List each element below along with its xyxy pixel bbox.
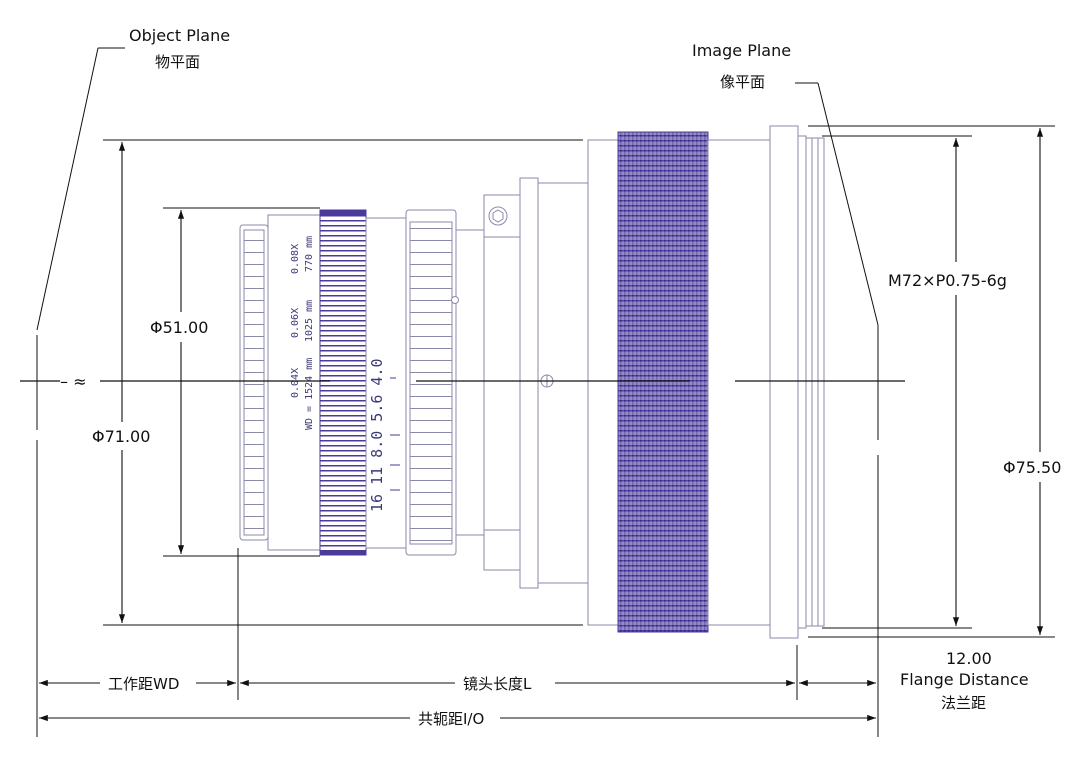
- object-plane-label: Object Plane: [129, 26, 230, 45]
- image-plane-label: Image Plane: [692, 41, 791, 60]
- wd-label-1: WD = 1524 mm: [304, 358, 315, 430]
- mag-label-3: 0.08X: [290, 244, 301, 274]
- total-distance-label: 共轭距I/O: [418, 710, 484, 728]
- lens-body: [239, 125, 825, 639]
- image-plane-cn-label: 像平面: [720, 73, 765, 91]
- dia-75-label: Φ75.50: [1003, 458, 1061, 477]
- working-distance-label: 工作距WD: [108, 675, 179, 693]
- flange-value-label: 12.00: [946, 649, 992, 668]
- dia-51-label: Φ51.00: [150, 318, 208, 337]
- flange-cn-label: 法兰距: [941, 694, 986, 712]
- lens-length-label: 镜头长度L: [463, 675, 532, 693]
- object-plane-cn-label: 物平面: [155, 53, 200, 71]
- dia-71-label: Φ71.00: [92, 427, 150, 446]
- lens-markings: 0.04X WD = 1524 mm 0.06X 1025 mm 0.08X 7…: [290, 236, 386, 512]
- mag-label-2: 0.06X: [290, 308, 301, 338]
- wd-label-3: 770 mm: [304, 236, 315, 272]
- focus-ring: [319, 209, 367, 556]
- approx-mark: – ≈: [60, 372, 87, 391]
- labels: Object Plane 物平面 Image Plane 像平面 M72×P0.…: [92, 26, 1061, 728]
- marking-barrel: [267, 214, 321, 551]
- thread-spec-label: M72×P0.75-6g: [888, 271, 1007, 290]
- mag-label-1: 0.04X: [290, 368, 301, 398]
- aperture-barrel: [365, 217, 407, 549]
- wd-label-2: 1025 mm: [304, 300, 315, 342]
- mount-flange: [769, 125, 799, 639]
- fstop-scale: 16 11 8.0 5.6 4.0: [368, 358, 386, 512]
- flange-en-label: Flange Distance: [900, 670, 1029, 689]
- main-focus-ring: [587, 139, 619, 626]
- thread-section: [805, 137, 825, 627]
